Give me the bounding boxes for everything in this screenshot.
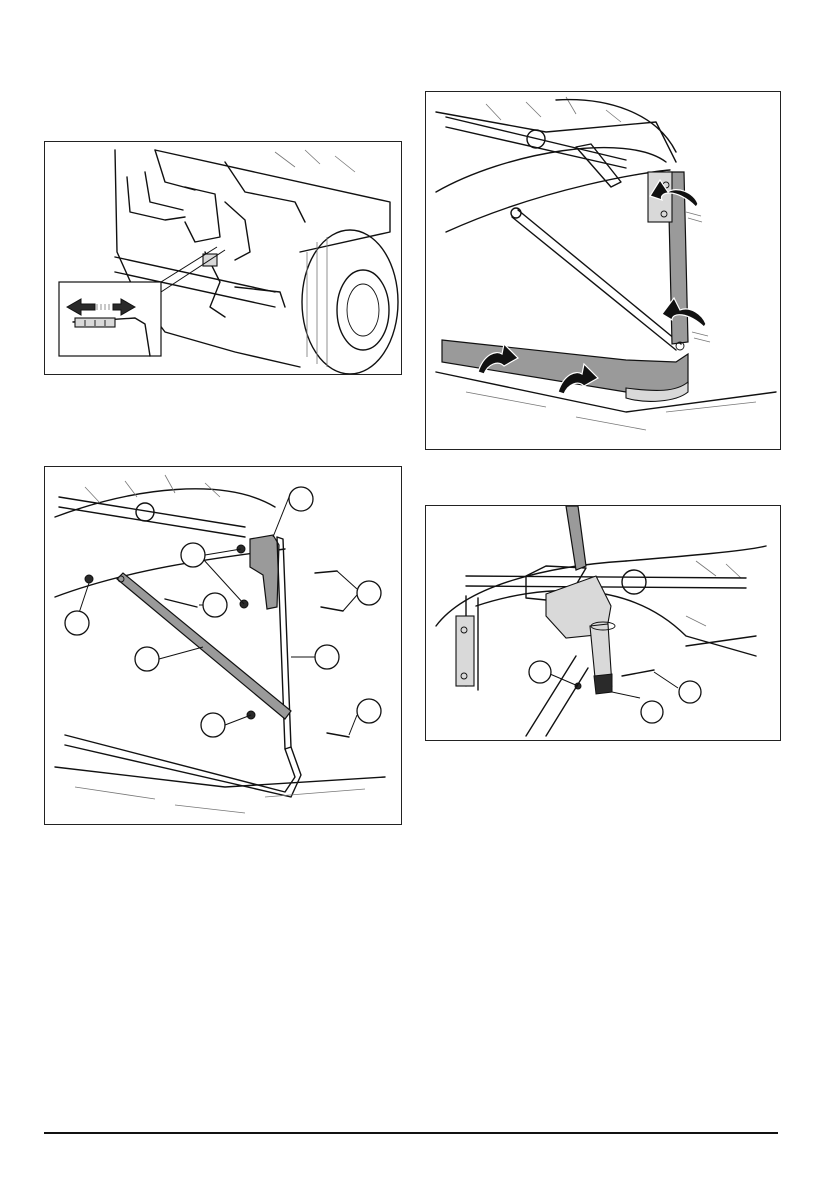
- figure-bumper-frame: [425, 91, 781, 450]
- callout-circle: [201, 713, 225, 737]
- figure-pivot-bolt: [425, 505, 781, 741]
- callout-circle: [65, 611, 89, 635]
- callout-circle: [289, 487, 313, 511]
- callout-circle: [679, 681, 701, 703]
- callout-circle: [181, 543, 205, 567]
- bumper-assembly-illustration: [45, 467, 401, 824]
- callout-circle: [203, 593, 227, 617]
- release-lever-illustration: [45, 142, 401, 374]
- callout-circle: [315, 645, 339, 669]
- figure-release-lever: [44, 141, 402, 375]
- footer-rule: [44, 1132, 778, 1134]
- mounting-bracket: [250, 535, 279, 609]
- callout-circle: [135, 647, 159, 671]
- pivot-bolt-illustration: [426, 506, 780, 740]
- callout-circle: [357, 699, 381, 723]
- nut: [85, 575, 93, 583]
- figure-bumper-assembly: [44, 466, 402, 825]
- callout-circle: [641, 701, 663, 723]
- vertical-tube: [566, 506, 586, 570]
- callout-circle: [357, 581, 381, 605]
- bumper-frame-illustration: [426, 92, 780, 449]
- callout-circle: [529, 661, 551, 683]
